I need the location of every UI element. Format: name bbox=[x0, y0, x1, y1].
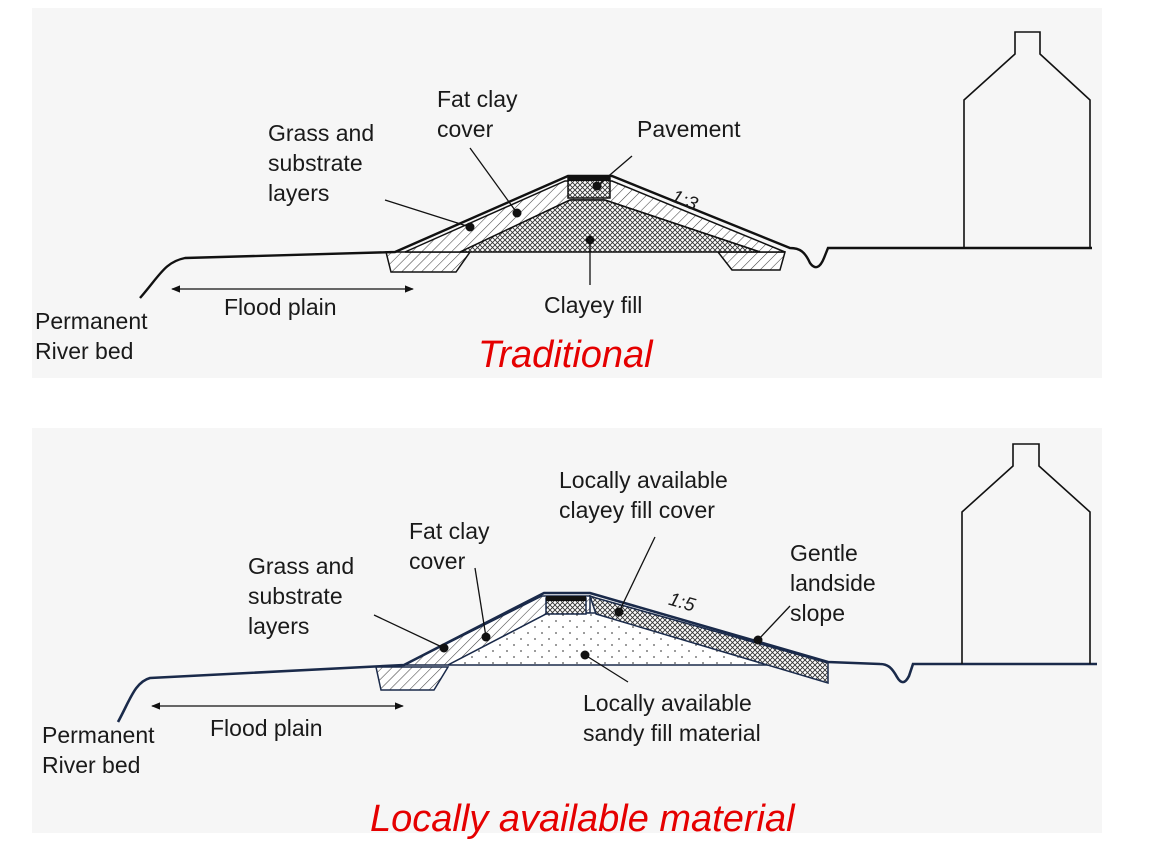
traditional-house-icon bbox=[963, 31, 1091, 248]
local-clayey-cover-label: Locally available clayey fill cover bbox=[559, 467, 728, 523]
traditional-section bbox=[139, 31, 1092, 299]
local-flood-plain-label: Flood plain bbox=[210, 715, 323, 741]
local-grass-label: Grass and substrate layers bbox=[248, 553, 355, 639]
local-left-toe bbox=[375, 666, 450, 691]
traditional-left-toe bbox=[385, 251, 472, 273]
traditional-flood-plain-label: Flood plain bbox=[224, 294, 337, 320]
traditional-ground-line bbox=[139, 174, 1092, 299]
traditional-grass-label: Grass and substrate layers bbox=[268, 120, 375, 206]
traditional-right-toe bbox=[716, 251, 786, 271]
local-fat-clay-label: Fat clay cover bbox=[409, 518, 490, 574]
local-caption: Locally available material bbox=[370, 798, 795, 840]
local-sandy-fill-label: Locally available sandy fill material bbox=[583, 690, 761, 746]
traditional-river-bed-label: Permanent River bed bbox=[35, 308, 148, 364]
traditional-caption: Traditional bbox=[478, 334, 653, 376]
traditional-pavement-label: Pavement bbox=[637, 116, 741, 142]
local-house-icon bbox=[961, 443, 1091, 664]
local-material-section bbox=[116, 443, 1097, 723]
traditional-clayey-fill bbox=[459, 199, 761, 253]
traditional-fat-clay-label: Fat clay cover bbox=[437, 86, 518, 142]
local-river-bed-label: Permanent River bed bbox=[42, 722, 155, 778]
local-gentle-slope-label: Gentle landside slope bbox=[790, 540, 876, 626]
traditional-clayey-fill-label: Clayey fill bbox=[544, 292, 643, 318]
local-ground-line bbox=[116, 591, 1097, 723]
local-clayey-fill-cover bbox=[588, 594, 829, 685]
